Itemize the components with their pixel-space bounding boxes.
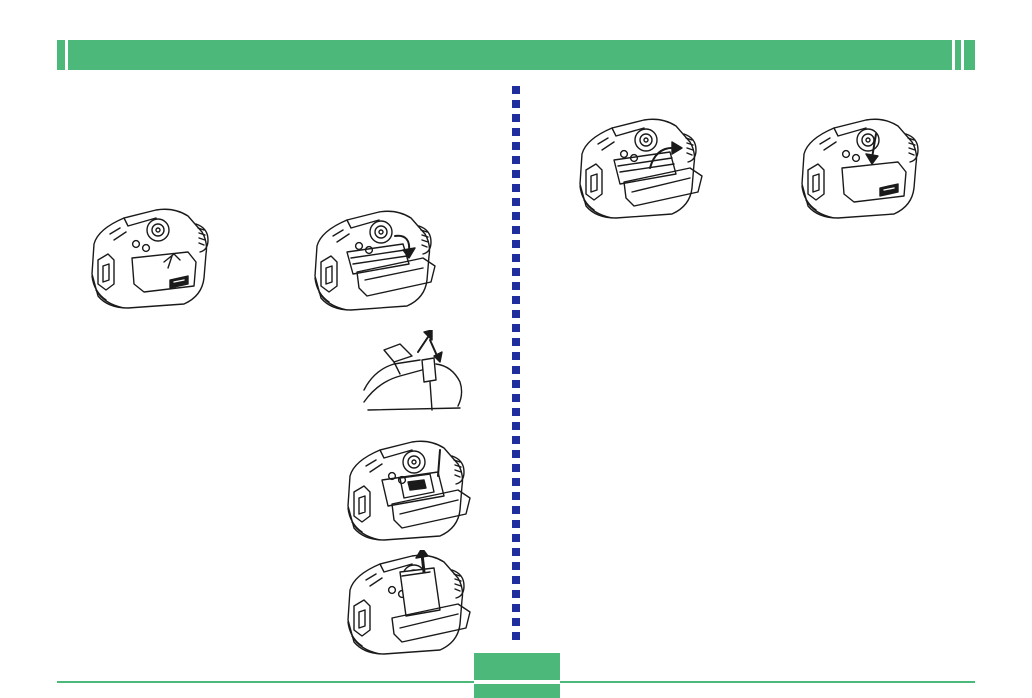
header-stripe-left: [65, 40, 68, 70]
column-divider: [512, 86, 520, 642]
header-stripe-right-2: [961, 40, 964, 70]
illustration-eject-lever: [360, 330, 470, 414]
page-number-tab: [474, 653, 560, 698]
illustration-card-removal: [340, 550, 474, 660]
illustration-cover-closing: [572, 114, 706, 224]
illustration-camera-closed: [84, 204, 214, 314]
header-stripe-right-1: [952, 40, 955, 70]
section-header-bar: [57, 40, 975, 70]
illustration-cover-opening: [307, 206, 441, 316]
page-tab-gap: [474, 680, 560, 684]
illustration-cover-locked: [794, 114, 924, 224]
illustration-card-slot-open: [340, 436, 474, 546]
